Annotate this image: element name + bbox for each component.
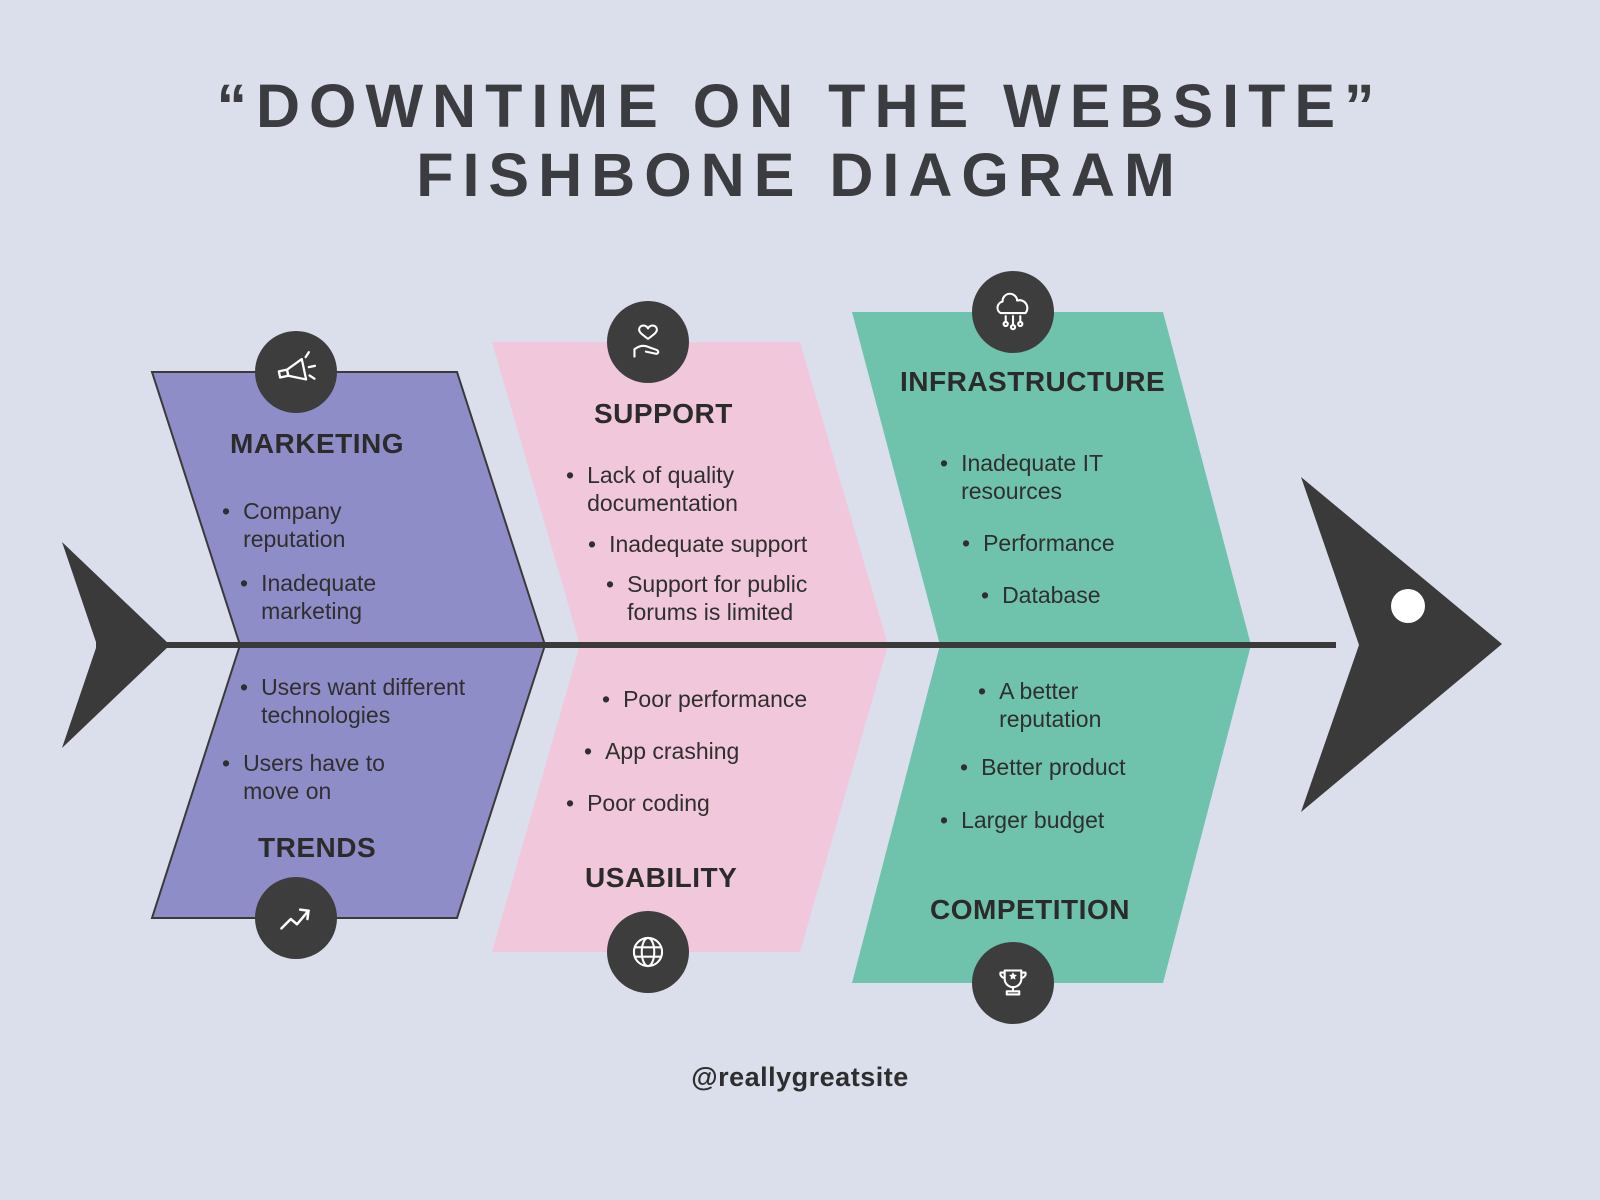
- heading-usability: USABILITY: [585, 862, 738, 893]
- cause-item: Better product: [960, 754, 1125, 782]
- fish-eye: [1391, 589, 1425, 623]
- cause-item: Users want different technologies: [240, 674, 511, 729]
- heading-competition: COMPETITION: [930, 894, 1130, 925]
- cause-item: Company reputation: [222, 498, 393, 553]
- cause-item: Inadequate IT resources: [940, 450, 1136, 505]
- cause-item: Inadequate marketing: [240, 570, 421, 625]
- cause-item: Database: [981, 582, 1100, 610]
- cause-item: App crashing: [584, 738, 739, 766]
- fish-spine: [96, 642, 1336, 648]
- footer-handle: @reallygreatsite: [691, 1062, 909, 1092]
- megaphone-icon: [255, 331, 337, 413]
- hand-heart-icon: [607, 301, 689, 383]
- page-title: “DOWNTIME ON THE WEBSITE” FISHBONE DIAGR…: [0, 72, 1600, 210]
- cloud-network-icon: [972, 271, 1054, 353]
- cause-item: Lack of quality documentation: [566, 462, 787, 517]
- cause-item: Performance: [962, 530, 1115, 558]
- globe-icon: [607, 911, 689, 993]
- fish-tail: [62, 542, 170, 748]
- cause-item: Inadequate support: [588, 531, 807, 559]
- cause-item: Users have to move on: [222, 750, 423, 805]
- cause-item: Poor performance: [602, 686, 807, 714]
- page-title-line2: FISHBONE DIAGRAM: [416, 140, 1184, 209]
- trend-chart-icon: [255, 877, 337, 959]
- heading-support: SUPPORT: [594, 398, 733, 429]
- fish-head: [1301, 477, 1502, 812]
- heading-marketing: MARKETING: [230, 428, 405, 459]
- cause-item: Larger budget: [940, 807, 1104, 835]
- cause-item: Poor coding: [566, 790, 710, 818]
- cause-item: Support for public forums is limited: [606, 571, 867, 626]
- cause-item: A better reputation: [978, 678, 1129, 733]
- heading-trends: TRENDS: [258, 832, 377, 863]
- heading-infrastructure: INFRASTRUCTURE: [900, 366, 1166, 397]
- page-title-line1: “DOWNTIME ON THE WEBSITE”: [216, 72, 1384, 140]
- trophy-icon: [972, 942, 1054, 1024]
